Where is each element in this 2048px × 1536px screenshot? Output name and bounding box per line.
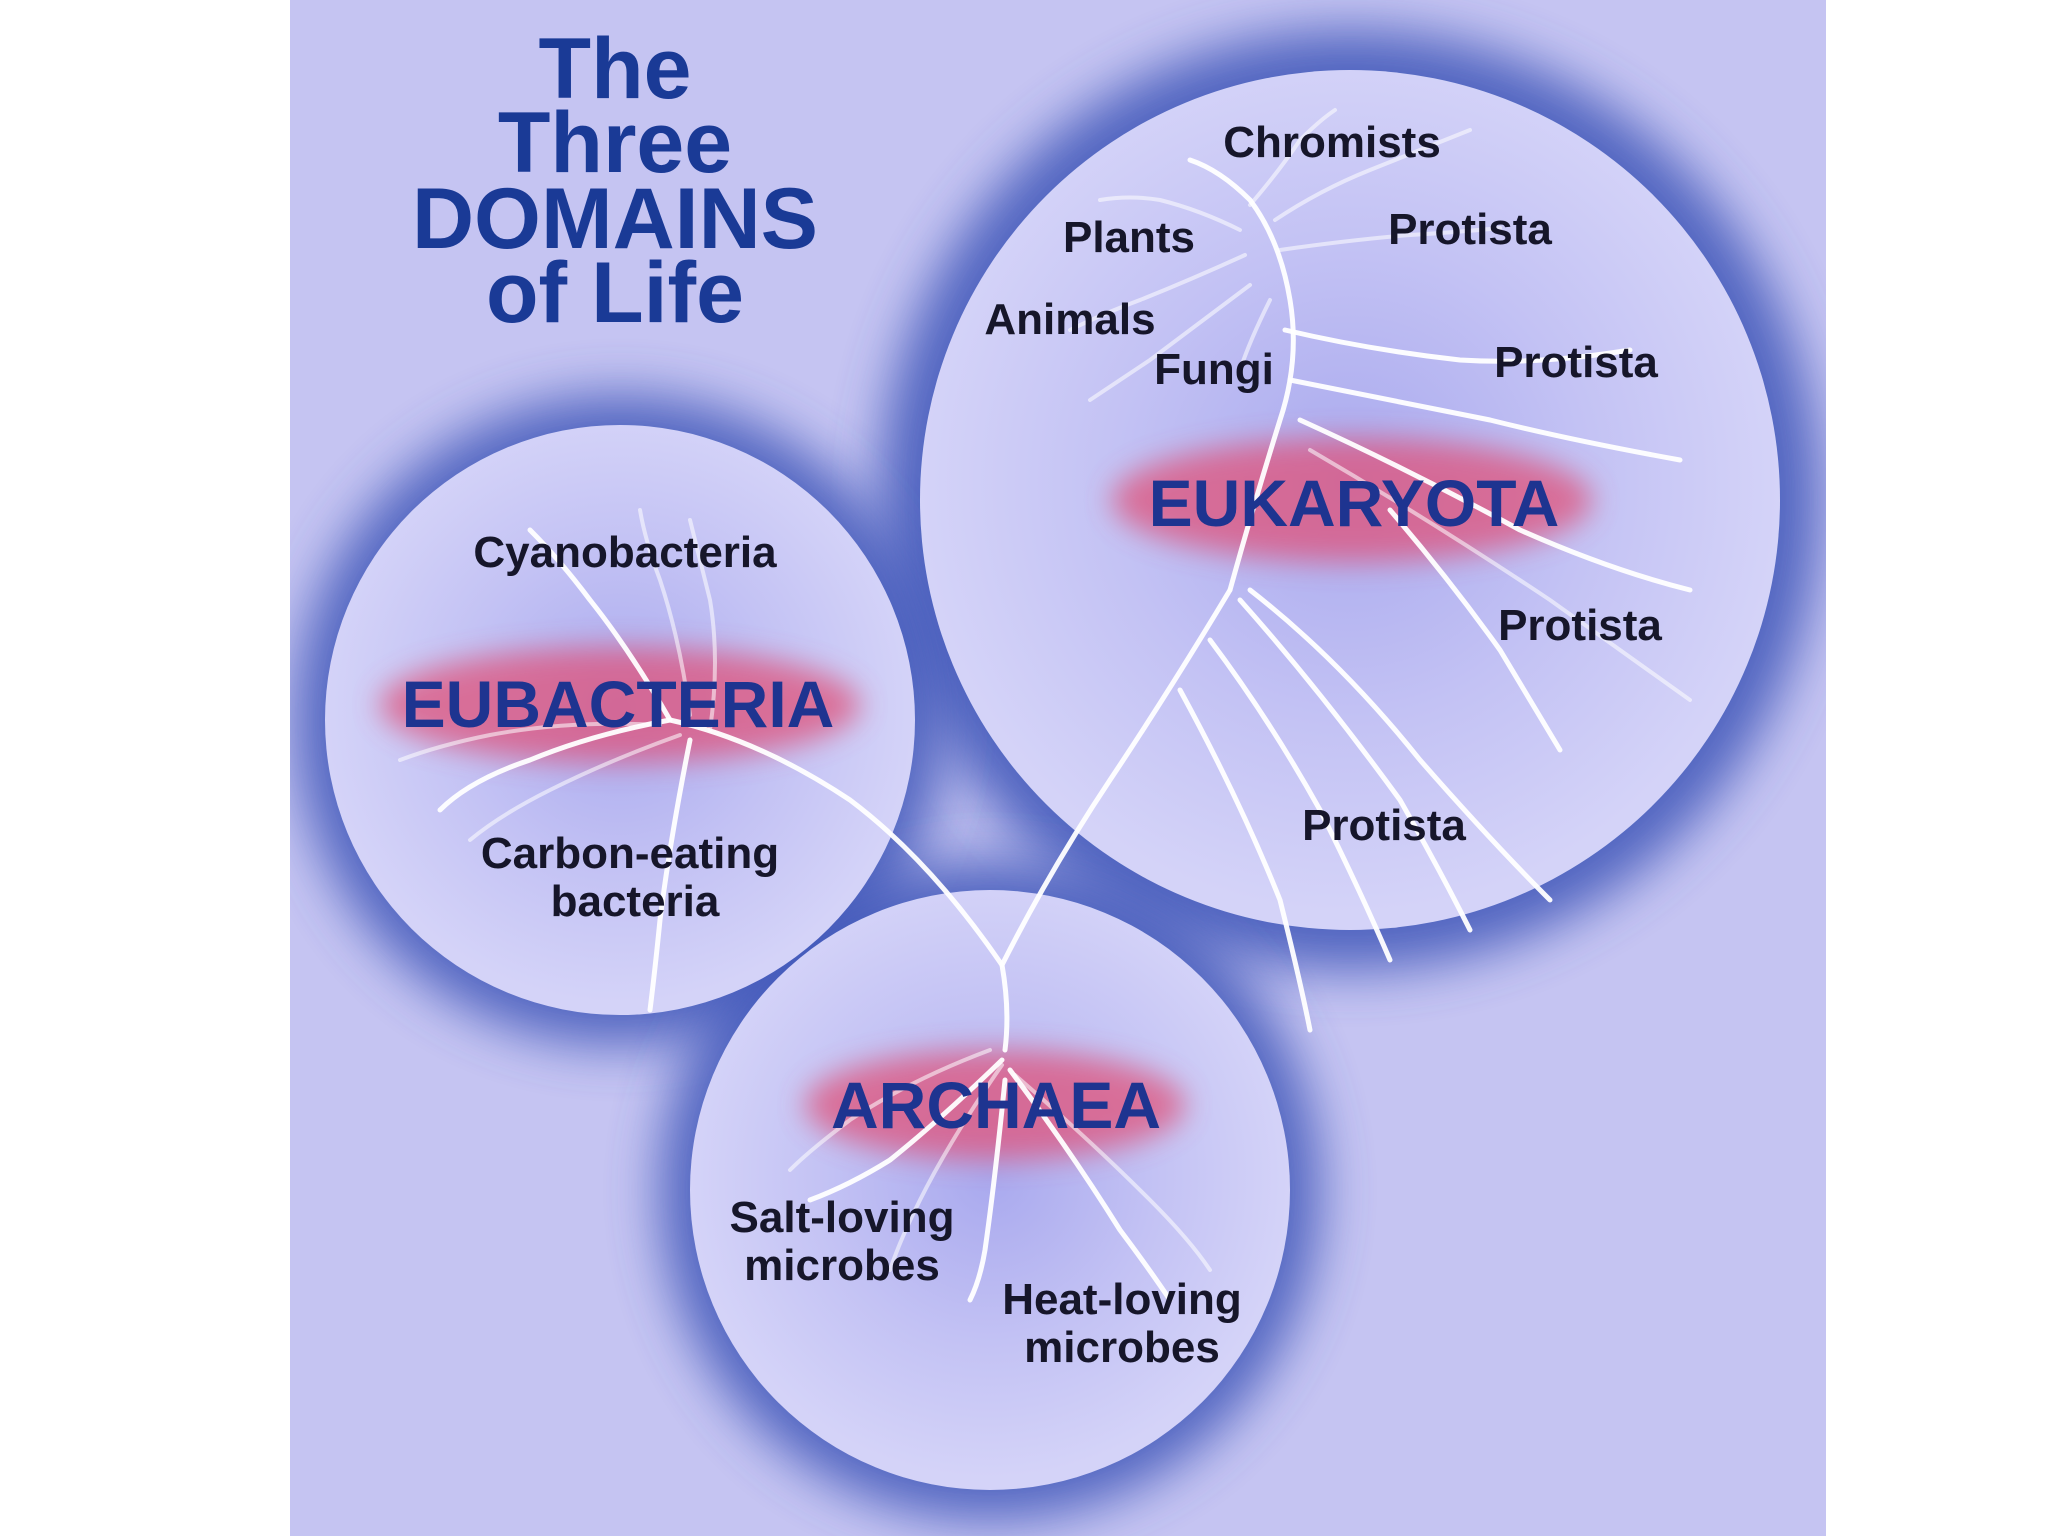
branch-heat-2 xyxy=(1013,1073,1212,1272)
archaea-circle xyxy=(690,890,1290,1490)
branch-protista-9 xyxy=(1177,687,1313,1033)
branch-trunk-eubacteria xyxy=(667,717,1005,968)
branch-salt-2 xyxy=(888,1063,1004,1272)
branch-carbon-4 xyxy=(398,721,662,762)
title-line-1: The xyxy=(539,21,692,117)
branch-cyano-1 xyxy=(527,527,673,723)
domain-labels: EUKARYOTA EUBACTERIA ARCHAEA xyxy=(402,466,1560,1142)
group-label-bacteria: bacteria xyxy=(551,877,720,926)
group-label-protista-1: Protista xyxy=(1388,205,1552,254)
branch-fungi xyxy=(1238,298,1272,372)
branch-chromists-2 xyxy=(1273,128,1472,222)
branch-euk-main xyxy=(1187,157,1296,593)
branch-salt-1 xyxy=(807,1057,1005,1203)
group-label-heat-microbes: microbes xyxy=(1024,1323,1220,1372)
branch-salt-4 xyxy=(788,1048,992,1172)
branch-protista-4 xyxy=(1297,417,1693,593)
title-line-2: Three xyxy=(498,95,732,191)
three-domains-diagram: The Three DOMAINS of Life EUKARYOTA EUBA… xyxy=(295,21,1820,1520)
group-label-protista-4: Protista xyxy=(1302,801,1466,850)
branch-protista-5 xyxy=(1308,448,1692,702)
branch-heat-1 xyxy=(1007,1067,1173,1303)
group-label-protista-2: Protista xyxy=(1494,338,1658,387)
branch-animals xyxy=(1068,253,1247,332)
group-label-protista-3: Protista xyxy=(1498,601,1662,650)
branch-trunk-eukaryota xyxy=(999,587,1233,968)
title-line-3: DOMAINS xyxy=(412,171,818,267)
branch-animals-2 xyxy=(1088,283,1252,402)
domain-label-eubacteria: EUBACTERIA xyxy=(402,667,835,741)
group-label-fungi: Fungi xyxy=(1154,345,1274,394)
group-label-salt-microbes: microbes xyxy=(744,1241,940,1290)
branch-carbon-3 xyxy=(647,737,693,1013)
tree-branches xyxy=(398,108,1693,1303)
branch-cyano-2 xyxy=(638,508,692,717)
eukaryota-group-labels: Chromists Plants Protista Animals Fungi … xyxy=(984,118,1662,850)
branch-protista-6 xyxy=(1387,507,1563,753)
branch-plants xyxy=(1098,195,1242,232)
branch-salt-3 xyxy=(967,1077,1008,1303)
branch-carbon-1 xyxy=(437,717,673,813)
group-label-carbon-eating: Carbon-eating xyxy=(481,829,779,878)
branch-protista-2 xyxy=(1282,327,1633,364)
title-line-4: of Life xyxy=(486,245,744,341)
diagram-title: The Three DOMAINS of Life xyxy=(412,21,818,341)
group-label-plants: Plants xyxy=(1063,213,1195,262)
archaea-group-labels: Salt-loving microbes Heat-loving microbe… xyxy=(730,1193,1242,1372)
branch-chromists xyxy=(1248,108,1337,207)
group-label-salt-loving: Salt-loving xyxy=(730,1193,955,1242)
domain-label-eukaryota: EUKARYOTA xyxy=(1149,466,1560,540)
group-label-chromists: Chromists xyxy=(1223,118,1441,167)
diagram-panel: The Three DOMAINS of Life EUKARYOTA EUBA… xyxy=(290,0,1826,1536)
eukaryota-glow xyxy=(1112,438,1592,562)
branch-protista-10 xyxy=(1237,597,1473,933)
branch-cyano-3 xyxy=(688,518,717,732)
branch-protista-8 xyxy=(1207,637,1393,963)
eubacteria-group-labels: Cyanobacteria Carbon-eating bacteria xyxy=(473,528,779,926)
group-label-heat-loving: Heat-loving xyxy=(1002,1275,1242,1324)
domain-label-archaea: ARCHAEA xyxy=(831,1068,1161,1142)
archaea-glow xyxy=(805,1050,1185,1160)
branch-protista-1 xyxy=(1278,226,1502,252)
group-label-animals: Animals xyxy=(984,295,1155,344)
branch-carbon-2 xyxy=(468,733,682,842)
group-label-cyanobacteria: Cyanobacteria xyxy=(473,528,777,577)
branch-protista-3 xyxy=(1287,377,1683,463)
branch-protista-7 xyxy=(1247,587,1553,903)
branch-trunk-archaea xyxy=(999,962,1010,1053)
